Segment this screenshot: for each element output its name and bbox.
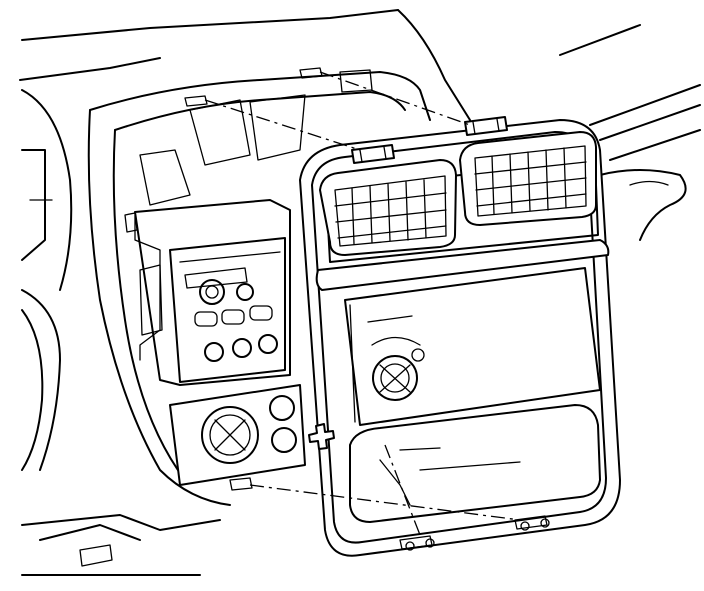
dashboard-shell <box>19 9 701 576</box>
air-vent-right <box>459 131 597 226</box>
mounting-clip-top-right <box>464 116 508 136</box>
climate-knob-front <box>372 355 418 401</box>
mounting-clip-top-left <box>351 144 395 164</box>
alignment-guide-lines <box>204 71 521 536</box>
mounting-clips <box>351 116 508 164</box>
air-vent-left <box>319 159 457 256</box>
radio-unit <box>124 199 291 386</box>
climate-knob-rear <box>201 406 259 464</box>
radio-volume-knob <box>199 279 225 305</box>
instrument-panel-bezel <box>87 67 431 506</box>
bezel-side-clip <box>308 423 335 450</box>
bezel-divider-strip <box>315 239 610 291</box>
climate-control-panel <box>169 384 306 491</box>
